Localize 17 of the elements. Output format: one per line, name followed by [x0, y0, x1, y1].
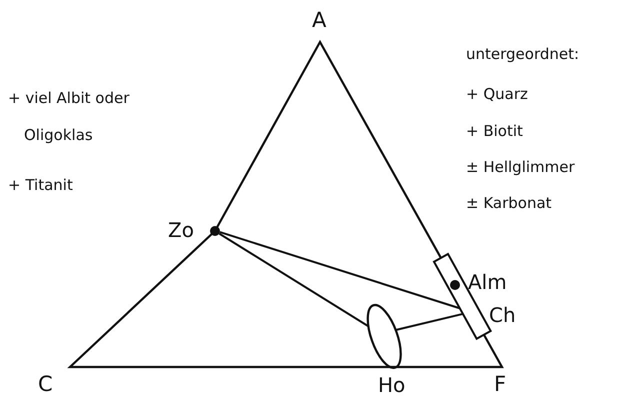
tie-line [395, 312, 464, 331]
vertex-label: A [312, 8, 326, 34]
tie-line [220, 231, 460, 310]
phase-label: Ho [378, 372, 406, 397]
mineral-note: + Biotit [466, 122, 523, 140]
phase-label: Zo [168, 218, 194, 242]
mineral-note: ± Hellglimmer [466, 158, 575, 176]
phase-label: Ch [488, 302, 516, 327]
vertex-label: F [494, 372, 506, 398]
mineral-note: + viel Albit oder Oligoklas [8, 88, 130, 146]
vertex-label: C [38, 372, 53, 398]
note-heading: untergeordnet: [466, 45, 580, 63]
mineral-note: + Titanit [8, 176, 73, 194]
mineral-note: ± Karbonat [466, 194, 552, 212]
phase-label: Alm [468, 270, 507, 294]
mineral-note: + Quarz [466, 85, 528, 103]
tie-line [218, 232, 369, 327]
